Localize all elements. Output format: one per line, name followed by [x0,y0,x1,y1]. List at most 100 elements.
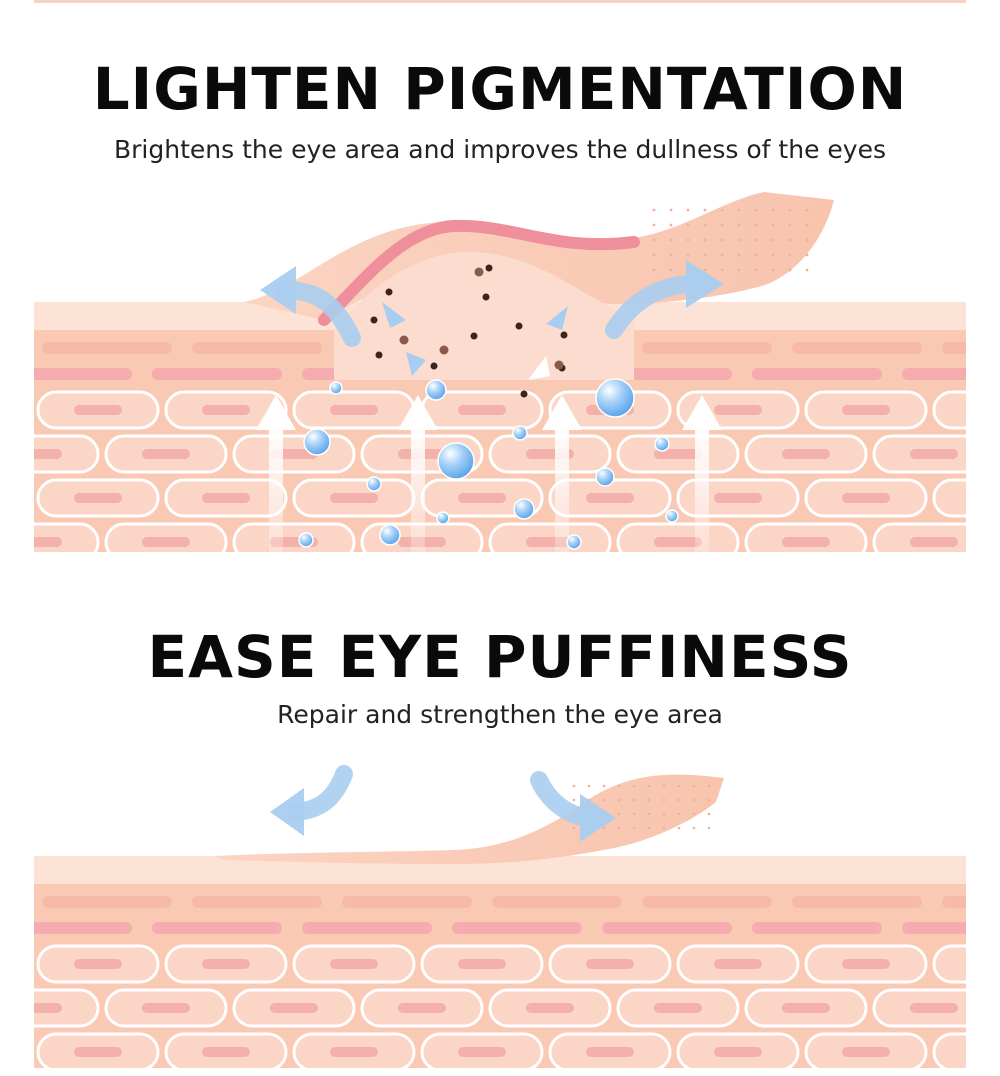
skin-band [192,342,322,354]
patch-texture-dot [805,223,809,227]
skin-band [792,342,922,354]
patch-texture-dot [707,784,711,788]
skin-band [152,922,282,934]
patch-texture-dot [805,238,809,242]
patch-texture-dot [677,798,681,802]
skin-cell-core [842,1047,890,1057]
skin-cell-core [458,1047,506,1057]
patch-texture-dot [669,268,673,272]
skin-band [34,368,132,380]
inner-arrow [546,306,568,330]
patch-texture-dot [692,784,696,788]
skin-band [302,922,432,934]
skin-cell-core [34,449,62,459]
skin-cell-core [910,1003,958,1013]
skin-cell-core [142,1003,190,1013]
patch-texture-dot [686,238,690,242]
serum-bubble [566,534,582,550]
patch-texture-dot [652,253,656,257]
patch-texture-dot [602,798,606,802]
skin-cell-core [74,959,122,969]
serum-bubble [513,498,535,520]
skin-band [642,342,772,354]
skin-cell-core [654,1003,702,1013]
patch-texture-dot [737,208,741,212]
pigment-speck [485,264,493,272]
patch-texture-dot [652,223,656,227]
skin-cell [932,944,966,984]
patch-texture-dot [617,812,621,816]
skin-cell [34,988,100,1028]
pigment-speck [470,332,478,340]
patch-texture-dot [587,784,591,788]
skin-band [34,922,132,934]
inner-arrow [406,352,426,376]
patch-texture-dot [737,268,741,272]
patch-texture-dot [669,253,673,257]
patch-texture-dot [662,812,666,816]
skin-band [902,368,966,380]
patch-texture-dot [617,826,621,830]
patch-texture-dot [737,253,741,257]
patch-texture-dot [572,826,576,830]
patch-texture-dot [720,268,724,272]
skin-band [942,342,966,354]
skin-band [192,896,322,908]
patch-texture-dot [692,812,696,816]
skin-cell-core [842,959,890,969]
patch-texture-dot [788,223,792,227]
skin-band [902,922,966,934]
patch-texture-dot [669,208,673,212]
skin-band [492,896,622,908]
patch-texture-dot [703,268,707,272]
patch-texture-dot [692,826,696,830]
patch-texture-dot [703,223,707,227]
patch-texture-dot [677,784,681,788]
skin-cell-core [142,537,190,547]
section-subtitle-puffiness: Repair and strengthen the eye area [277,700,723,729]
patch-texture-dot [602,784,606,788]
pigment-speck [399,335,409,345]
patch-texture-dot [617,784,621,788]
patch-texture-dot [677,826,681,830]
skin-cell-core [586,493,634,503]
patch-texture-dot [647,784,651,788]
pigment-speck [370,316,378,324]
skin-cell-core [202,493,250,503]
skin-cell-core [202,959,250,969]
pigment-speck [439,345,449,355]
patch-texture-dot [602,826,606,830]
skin-cell-core [458,493,506,503]
patch-texture-dot [754,208,758,212]
patch-texture-dot [720,253,724,257]
upward-arrow-head [542,395,582,430]
patch-texture-dot [572,798,576,802]
patch-texture-dot [707,798,711,802]
serum-bubble [595,467,615,487]
patch-texture-dot [805,253,809,257]
eye-patch [214,774,724,864]
skin-band [602,368,732,380]
inner-arrow [382,302,406,328]
upward-arrow-shaft [695,425,709,552]
skin-cell-core [202,405,250,415]
skin-cell [34,434,100,474]
patch-texture-dot [737,223,741,227]
pigment-speck [430,362,438,370]
skin-cell-core [782,449,830,459]
pigment-speck [560,331,568,339]
upward-arrow-shaft [269,425,283,552]
patch-texture-dot [652,208,656,212]
skin-cell-core [458,959,506,969]
patch-texture-dot [632,798,636,802]
outward-arrow-right-head [580,794,616,842]
serum-bubble [595,378,635,418]
skin-layers-puffiness-illustration [34,760,966,1068]
patch-texture-dot [754,238,758,242]
patch-texture-dot [703,253,707,257]
serum-bubble [329,381,343,395]
skin-cell-core [714,405,762,415]
serum-bubble [303,428,331,456]
skin-cell-core [142,449,190,459]
patch-texture-dot [771,208,775,212]
